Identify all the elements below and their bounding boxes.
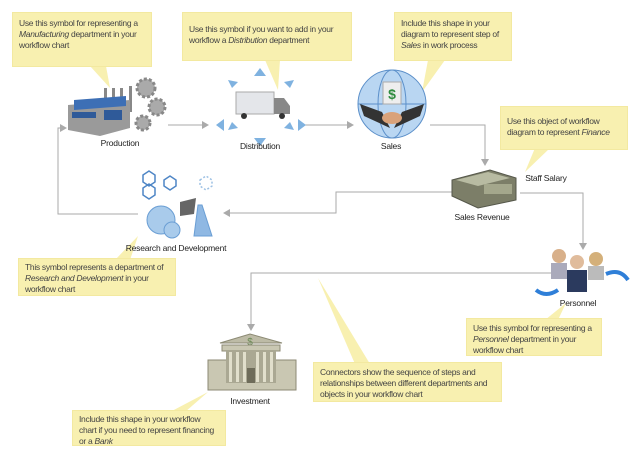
callout-text: Use this object of workflow diagram to r… bbox=[507, 116, 600, 137]
node-label-production: Production bbox=[100, 138, 140, 148]
callout-text: Use this symbol for representing a bbox=[473, 323, 592, 333]
callout-text: Include this shape in your diagram to re… bbox=[401, 18, 499, 39]
people-icon bbox=[534, 249, 630, 296]
connector-revenue-personnel bbox=[520, 192, 587, 250]
callout-manufacturing: Use this symbol for representing a Manuf… bbox=[12, 12, 152, 67]
callout-bank: Include this shape in your workflow char… bbox=[72, 410, 226, 446]
node-label-distribution: Distribution bbox=[239, 141, 281, 151]
callout-emphasis: Sales bbox=[401, 40, 421, 50]
bank-icon: $ bbox=[207, 333, 297, 391]
callout-emphasis: Personnel bbox=[473, 334, 509, 344]
callout-pointers bbox=[90, 60, 566, 412]
callout-sales: Include this shape in your diagram to re… bbox=[394, 12, 512, 61]
callout-emphasis: Research and Development bbox=[25, 273, 124, 283]
callout-research: This symbol represents a department of R… bbox=[18, 258, 176, 296]
connector-research-production bbox=[57, 124, 138, 215]
callout-emphasis: Manufacturing bbox=[19, 29, 69, 39]
callout-text: Use this symbol if you want to add in yo… bbox=[189, 24, 334, 45]
factory-icon bbox=[68, 77, 167, 136]
callout-emphasis: Finance bbox=[581, 127, 610, 137]
connector-sales-revenue bbox=[430, 124, 489, 166]
node-label-personnel: Personnel bbox=[559, 298, 597, 308]
truck-icon bbox=[216, 68, 306, 146]
callout-text: This symbol represents a department of bbox=[25, 262, 164, 272]
callout-distribution: Use this symbol if you want to add in yo… bbox=[182, 12, 352, 61]
arrows-icon bbox=[216, 68, 306, 146]
globe-handshake-icon: $ bbox=[357, 69, 427, 139]
callout-text: in your workflow chart bbox=[25, 273, 149, 294]
dollar-icon: $ bbox=[388, 86, 396, 102]
callout-text: department bbox=[267, 35, 310, 45]
connector-personnel-investment bbox=[247, 272, 553, 331]
callout-text: department in your workflow chart bbox=[19, 29, 137, 50]
money-stack-icon bbox=[451, 169, 517, 209]
dollar-icon: $ bbox=[247, 337, 253, 348]
callout-text: department in your workflow chart bbox=[473, 334, 577, 355]
connectors bbox=[57, 121, 587, 331]
node-label-research: Research and Development bbox=[125, 243, 227, 253]
callout-emphasis: Distribution bbox=[228, 35, 268, 45]
callout-text: in work process bbox=[420, 40, 478, 50]
node-label-sales-revenue: Sales Revenue bbox=[454, 212, 510, 222]
node-label-sales: Sales bbox=[380, 141, 402, 151]
callout-finance: Use this object of workflow diagram to r… bbox=[500, 106, 628, 150]
cycle-arrow-icon bbox=[605, 270, 630, 282]
node-label-staff-salary: Staff Salary bbox=[525, 173, 567, 183]
callout-emphasis: Bank bbox=[94, 436, 113, 446]
callout-text: Include this shape in your workflow char… bbox=[79, 414, 214, 446]
callout-text: Use this symbol for representing a bbox=[19, 18, 138, 28]
connector-revenue-research bbox=[223, 191, 455, 217]
callout-personnel: Use this symbol for representing a Perso… bbox=[466, 318, 602, 356]
node-label-investment: Investment bbox=[230, 396, 270, 406]
laboratory-icon bbox=[142, 170, 213, 239]
callout-text: Connectors show the sequence of steps an… bbox=[320, 367, 488, 399]
cycle-arrow-icon bbox=[534, 288, 560, 296]
callout-connectors: Connectors show the sequence of steps an… bbox=[313, 362, 502, 402]
